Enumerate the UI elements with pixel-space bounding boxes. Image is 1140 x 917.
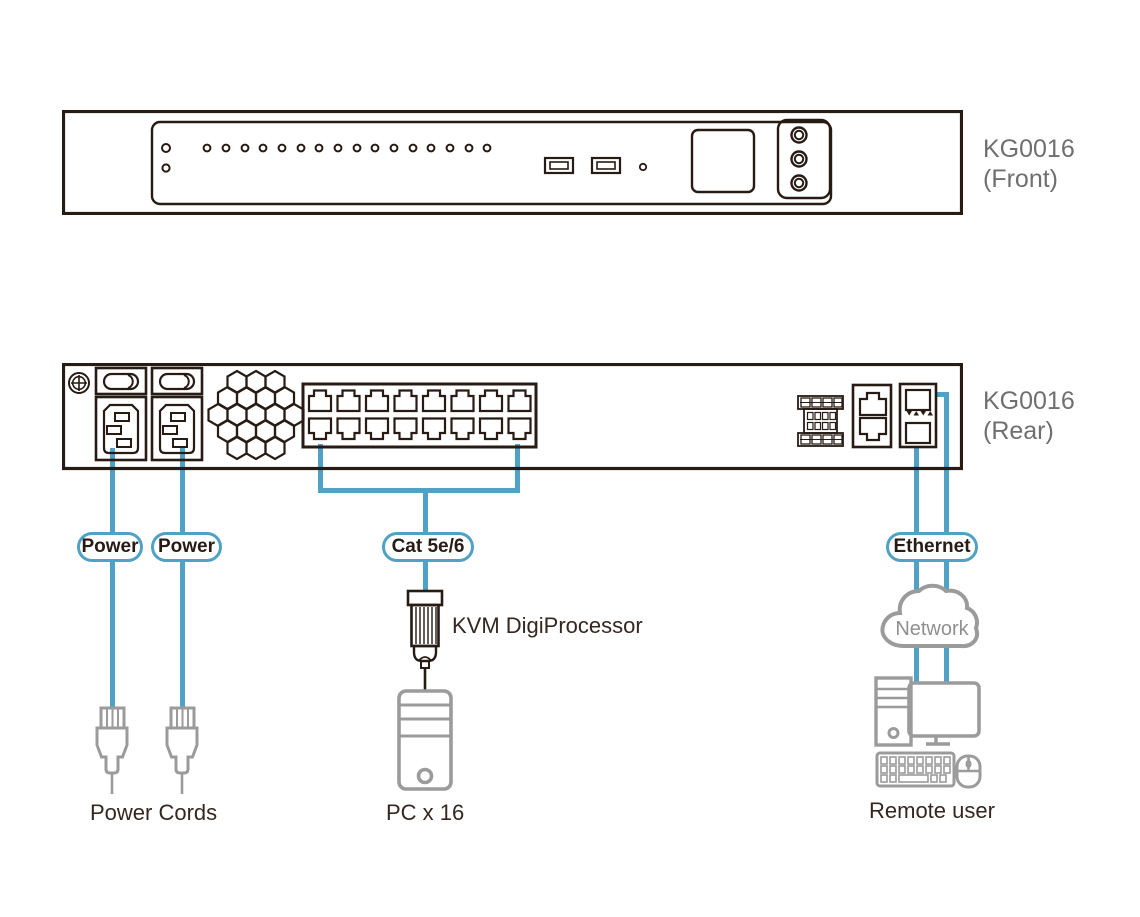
rear-panel-label: KG0016 (Rear) bbox=[983, 386, 1075, 446]
kvm-port-block bbox=[301, 382, 538, 449]
usb-ports-icon bbox=[543, 156, 622, 175]
vent-honeycomb-icon bbox=[207, 369, 305, 461]
rj45-kvm-ports bbox=[307, 389, 532, 441]
rear-panel-label-line1: KG0016 bbox=[983, 387, 1075, 415]
front-panel-label: KG0016 (Front) bbox=[983, 134, 1075, 194]
port-led-row bbox=[202, 143, 492, 153]
power-label-right: Power bbox=[151, 532, 222, 562]
remote-monitor-icon bbox=[907, 681, 981, 746]
network-cloud-label: Network bbox=[895, 618, 969, 640]
pushbuttons-icon bbox=[776, 118, 832, 200]
power-cable-right bbox=[180, 448, 185, 708]
cat-cable-bracket-bottom bbox=[318, 488, 520, 493]
power-cord-icon-right bbox=[165, 706, 199, 794]
power-cable-left bbox=[110, 448, 115, 708]
remote-user-icon bbox=[874, 676, 982, 789]
pc-tower-icon bbox=[397, 689, 453, 791]
remote-keyboard-icon bbox=[875, 751, 956, 788]
ethernet-cable-left bbox=[914, 446, 919, 682]
power-switch-icon-2 bbox=[150, 366, 204, 396]
ethernet-cable-right-horizontal bbox=[936, 392, 949, 397]
power-inlet-icon-1 bbox=[94, 395, 148, 462]
reset-hole-icon bbox=[638, 162, 648, 172]
power-label-left: Power bbox=[77, 532, 143, 562]
power-led-icons bbox=[161, 143, 171, 173]
lan-port-icon bbox=[898, 382, 938, 449]
serial-terminal-block-icon bbox=[797, 395, 844, 447]
kg0016-rear-panel bbox=[62, 363, 963, 471]
power-switch-icon-1 bbox=[94, 366, 148, 396]
rear-panel-label-line2: (Rear) bbox=[983, 417, 1054, 445]
cat5e6-label: Cat 5e/6 bbox=[382, 532, 474, 562]
ethernet-label: Ethernet bbox=[886, 532, 978, 562]
power-cord-icon-left bbox=[95, 706, 129, 794]
kg0016-front-panel bbox=[62, 110, 963, 215]
power-cords-caption: Power Cords bbox=[90, 800, 218, 825]
display-icon bbox=[690, 128, 756, 194]
network-cloud-icon: Network bbox=[880, 583, 979, 649]
remote-user-caption: Remote user bbox=[869, 798, 995, 823]
kvm-digiprocessor-icon bbox=[406, 589, 444, 692]
remote-tower-icon bbox=[874, 676, 913, 747]
front-panel-label-line2: (Front) bbox=[983, 165, 1058, 193]
power-inlet-icon-2 bbox=[150, 395, 204, 462]
pc-caption: PC x 16 bbox=[386, 800, 465, 825]
console-rj45-ports-icon bbox=[851, 383, 893, 449]
kvm-digiprocessor-caption: KVM DigiProcessor bbox=[452, 613, 643, 638]
remote-mouse-icon bbox=[955, 754, 982, 789]
front-panel-label-line1: KG0016 bbox=[983, 135, 1075, 163]
ground-terminal-icon bbox=[68, 372, 90, 394]
